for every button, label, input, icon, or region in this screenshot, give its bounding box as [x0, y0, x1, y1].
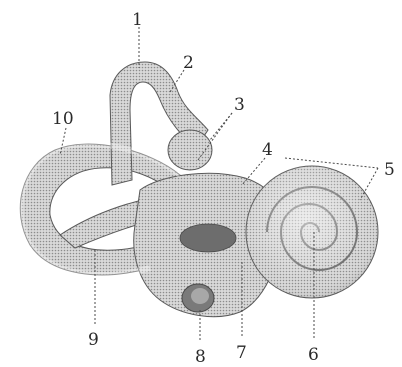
round-window: [182, 284, 214, 312]
label-6: 6: [308, 345, 319, 365]
label-3: 3: [234, 95, 245, 115]
label-7: 7: [236, 343, 247, 363]
label-5: 5: [384, 160, 395, 180]
label-2: 2: [183, 53, 194, 73]
cochlea: [246, 166, 378, 298]
label-10: 10: [52, 109, 74, 129]
label-1: 1: [132, 10, 143, 30]
label-4: 4: [262, 140, 273, 160]
label-8: 8: [195, 347, 206, 367]
label-9: 9: [88, 330, 99, 350]
